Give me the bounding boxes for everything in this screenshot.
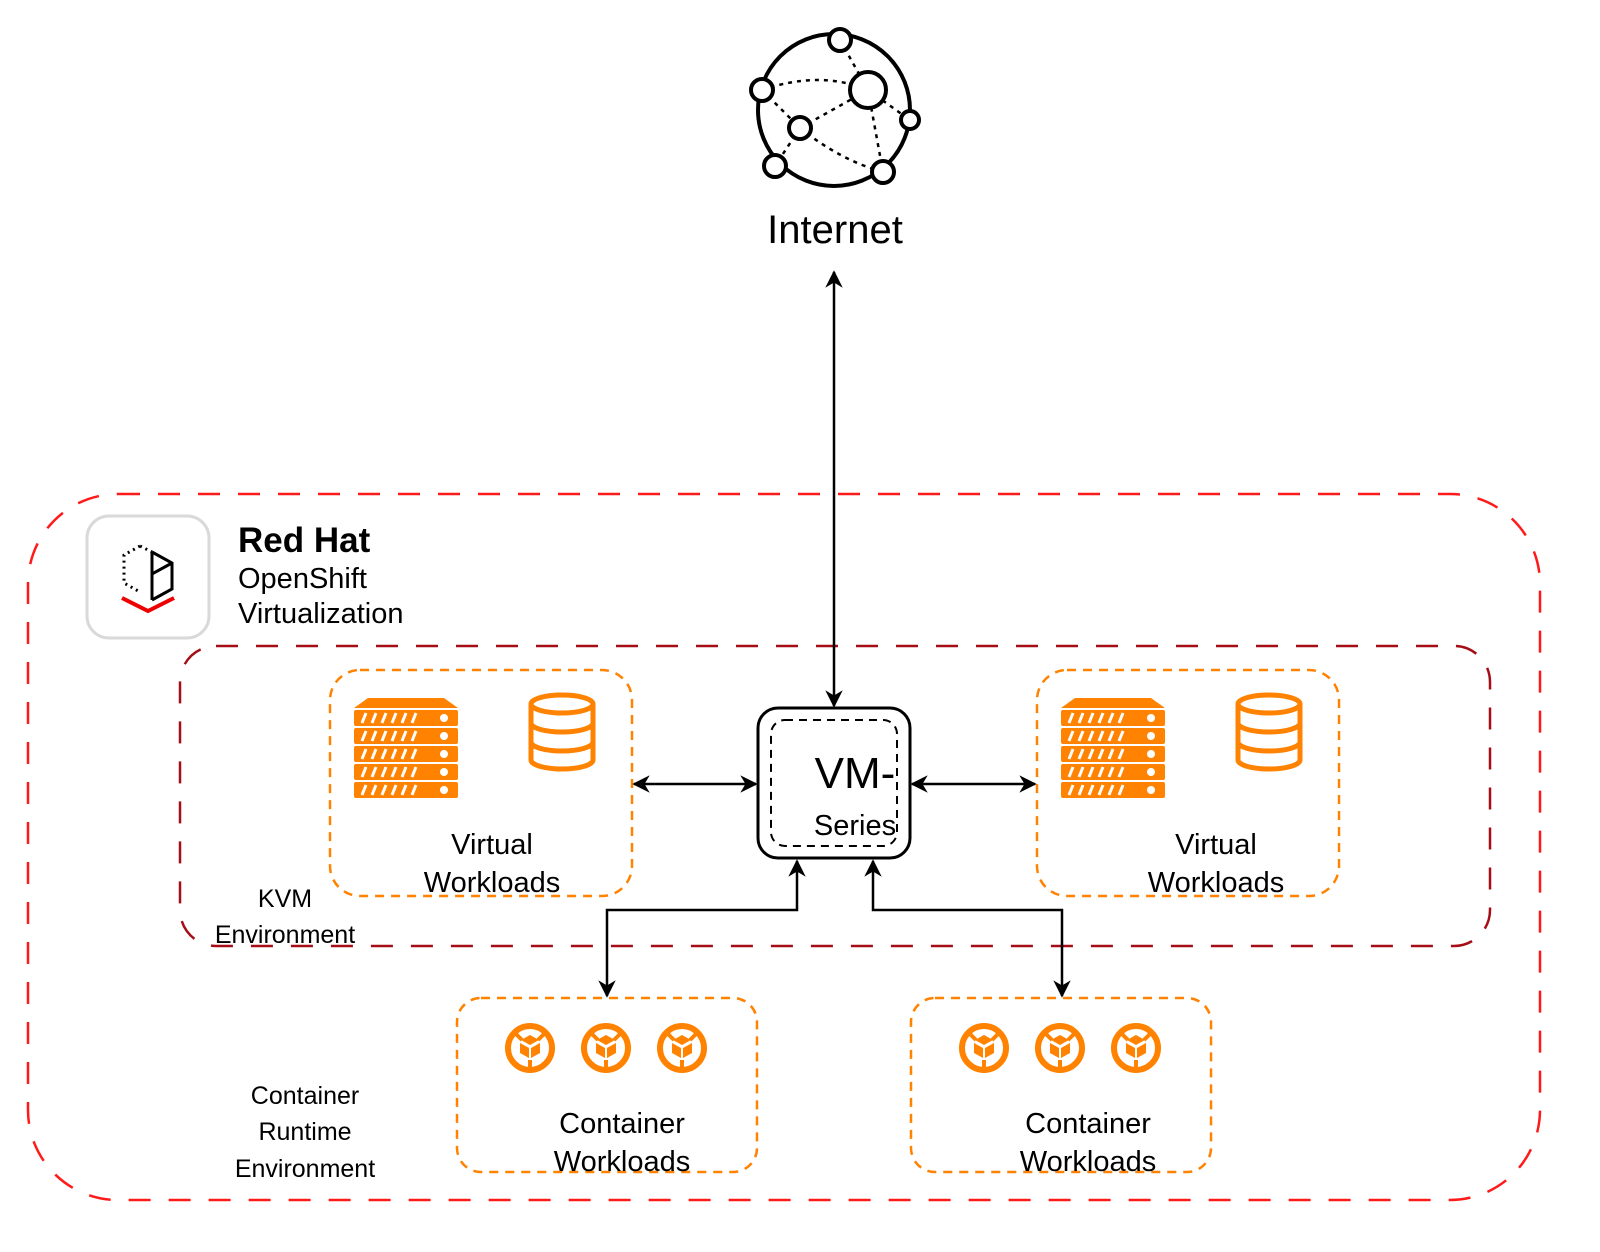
- platform-name-line2: OpenShift: [238, 563, 367, 595]
- label-line: Workloads: [423, 866, 561, 899]
- container-pod-icon: [1038, 1026, 1082, 1070]
- server-rack-icon: [354, 696, 458, 798]
- connector-vmseries-cwl-left: [598, 859, 806, 998]
- container-workloads-right-group: [909, 996, 1213, 1174]
- container-pod-icon: [584, 1026, 628, 1070]
- platform-title: Red Hat OpenShift Virtualization: [238, 520, 404, 632]
- container-pod-icon: [1114, 1026, 1158, 1070]
- platform-name-line3: Virtualization: [238, 597, 404, 630]
- container-workloads-left-label: Container Workloads: [502, 1106, 742, 1181]
- openshift-boundary: [26, 492, 1542, 1202]
- vm-series-firewall-node: [756, 706, 912, 860]
- label-line: Environment: [234, 1154, 376, 1183]
- label-line: Environment: [214, 921, 356, 950]
- container-workloads-left-group: [455, 996, 759, 1174]
- server-rack-icon: [1061, 696, 1165, 798]
- database-icon: [531, 695, 593, 769]
- label-line: Workloads: [1019, 1145, 1157, 1178]
- kvm-environment-label: KVM Environment: [205, 881, 365, 954]
- label-line: Workloads: [1147, 866, 1285, 899]
- internet-label: Internet: [767, 208, 903, 252]
- label-line: Virtual: [1175, 829, 1257, 861]
- container-pod-icon: [962, 1026, 1006, 1070]
- label-line: Container: [559, 1108, 685, 1140]
- openshift-virtualization-logo: [85, 514, 211, 640]
- label-line: Container: [1025, 1108, 1151, 1140]
- label-line: Virtual: [451, 829, 533, 861]
- label-line: Container: [250, 1082, 360, 1110]
- container-pod-icon: [660, 1026, 704, 1070]
- globe-network-icon: [749, 27, 921, 188]
- virtual-workloads-left-group: [328, 668, 634, 898]
- vm-series-label-line2: Series: [813, 810, 897, 842]
- label-line: KVM: [257, 885, 313, 913]
- label-line: Workloads: [553, 1145, 691, 1178]
- vm-series-label-line1: VM-: [814, 749, 896, 798]
- container-runtime-environment-label: Container Runtime Environment: [215, 1078, 395, 1187]
- virtual-workloads-left-label: Virtual Workloads: [372, 827, 612, 902]
- platform-name-line1: Red Hat: [238, 521, 371, 560]
- virtual-workloads-right-group: [1035, 668, 1341, 898]
- database-icon: [1238, 695, 1300, 769]
- container-pod-icon: [508, 1026, 552, 1070]
- label-line: Runtime: [258, 1118, 352, 1147]
- virtual-workloads-right-label: Virtual Workloads: [1096, 827, 1336, 902]
- container-workloads-right-label: Container Workloads: [968, 1106, 1208, 1181]
- connector-vmseries-cwl-right: [864, 859, 1071, 998]
